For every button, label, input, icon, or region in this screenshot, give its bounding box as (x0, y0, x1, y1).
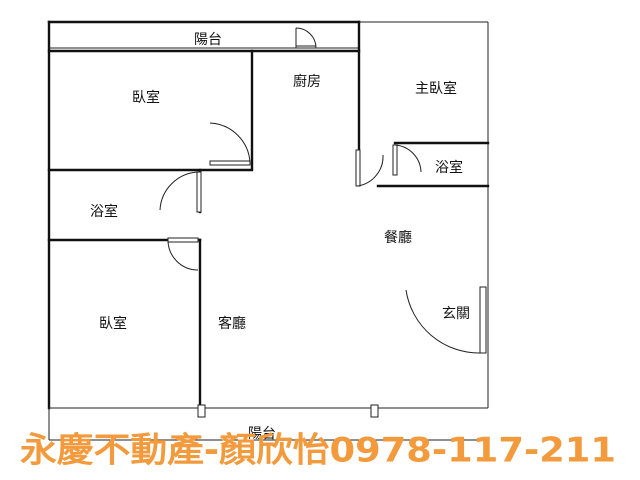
door-bedroom-top (209, 122, 251, 166)
label-balcony-top: 陽台 (194, 32, 222, 48)
label-bath-right: 浴室 (435, 159, 463, 176)
door-bedroom-bottom (167, 237, 199, 271)
label-bedroom-bottom-left: 臥室 (99, 315, 127, 332)
agent-watermark: 永慶不動產-顏欣怡0978-117-211 (20, 431, 616, 471)
label-kitchen: 廚房 (293, 73, 321, 90)
door-bath-right (392, 144, 422, 176)
door-balcony-top (295, 27, 317, 49)
door-master-bedroom (355, 149, 384, 187)
door-entrance (405, 286, 487, 354)
label-master-bedroom: 主臥室 (415, 80, 457, 97)
label-balcony-bottom: 陽台 (248, 426, 276, 442)
outer-walls (47, 20, 489, 441)
label-bedroom-top-left: 臥室 (132, 89, 160, 106)
door-bath-left (159, 171, 202, 213)
label-entrance: 玄關 (442, 305, 470, 322)
label-bath-left: 浴室 (90, 203, 118, 220)
balcony-bottom-posts (197, 404, 379, 418)
label-living-room: 客廳 (218, 315, 246, 332)
label-dining-room: 餐廳 (384, 229, 412, 246)
